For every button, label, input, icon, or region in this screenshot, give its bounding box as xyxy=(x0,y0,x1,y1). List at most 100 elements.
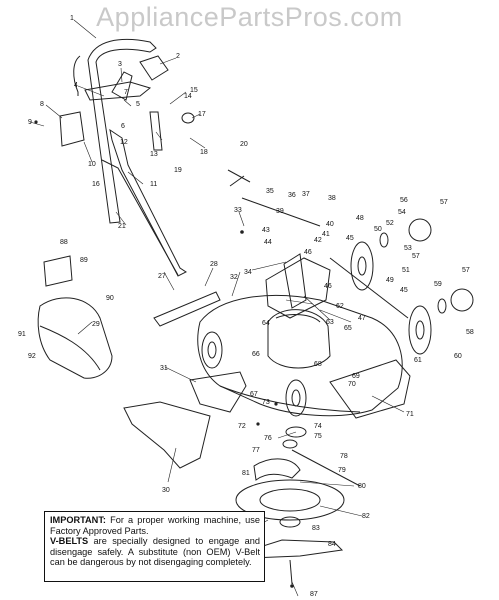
drive-bracket xyxy=(283,253,307,309)
cable-38 xyxy=(241,197,321,227)
callout-42: 42 xyxy=(314,237,322,244)
callout-90: 90 xyxy=(106,295,114,302)
callout-33: 33 xyxy=(234,207,242,214)
engine-plate xyxy=(265,257,331,319)
pulley-75 xyxy=(285,426,307,438)
callout-14: 14 xyxy=(184,93,192,100)
notice-vbelts-label: V-BELTS xyxy=(50,536,89,547)
callout-69: 69 xyxy=(352,373,360,380)
notice-heading: IMPORTANT: xyxy=(50,515,106,525)
callout-65: 65 xyxy=(344,325,352,332)
callout-77: 77 xyxy=(252,447,260,454)
callout-1: 1 xyxy=(70,15,74,22)
callout-83: 83 xyxy=(312,525,320,532)
callout-82: 82 xyxy=(362,513,370,520)
pulley-78 xyxy=(282,439,298,449)
callout-64: 64 xyxy=(262,320,270,327)
callout-43: 43 xyxy=(262,227,270,234)
bolt-9 xyxy=(34,120,38,124)
callout-45a: 45 xyxy=(346,235,354,242)
bolt-72 xyxy=(256,422,260,426)
blade-clutch-inner xyxy=(259,488,321,512)
rear-wheel-left-hub xyxy=(207,341,217,359)
rear-wheel-left xyxy=(201,331,223,369)
blade-clutch-housing xyxy=(235,479,345,521)
callout-76: 76 xyxy=(264,435,272,442)
callout-19: 19 xyxy=(174,167,182,174)
lower-handle-left xyxy=(101,159,179,276)
bearing-59 xyxy=(437,298,447,314)
notice-line-2: are specially designed to engage and dis… xyxy=(50,536,260,568)
rear-wheel-right xyxy=(285,379,307,417)
rear-flap xyxy=(189,371,247,413)
hubcap-57 xyxy=(408,218,432,242)
callout-10: 10 xyxy=(88,161,96,168)
control-bracket xyxy=(59,111,85,147)
callout-34: 34 xyxy=(244,269,252,276)
callout-70: 70 xyxy=(348,381,356,388)
callout-11: 11 xyxy=(150,181,157,188)
callout-12: 12 xyxy=(120,139,128,146)
callout-39: 39 xyxy=(276,208,284,215)
callout-48: 48 xyxy=(356,215,364,222)
important-notice-box: IMPORTANT: For a proper working machine,… xyxy=(44,511,265,582)
callout-44: 44 xyxy=(264,239,272,246)
callout-37: 37 xyxy=(302,191,310,198)
callout-28: 28 xyxy=(210,261,218,268)
v-belt xyxy=(291,449,361,487)
wheel-60 xyxy=(408,305,432,355)
callout-16: 16 xyxy=(92,181,100,188)
bearing-52 xyxy=(379,232,389,248)
callout-89: 89 xyxy=(80,257,88,264)
callout-5: 5 xyxy=(136,101,140,108)
callout-91: 91 xyxy=(18,331,26,338)
callout-15: 15 xyxy=(190,87,198,94)
callout-79: 79 xyxy=(338,467,346,474)
callout-35: 35 xyxy=(266,188,274,195)
rear-baffle xyxy=(153,291,221,327)
callout-72: 72 xyxy=(238,423,246,430)
callout-29: 29 xyxy=(92,321,100,328)
watermark: AppliancePartsPros.com xyxy=(96,2,403,32)
callout-4: 4 xyxy=(74,82,78,89)
notice-line-1: For a proper working machine, use Factor… xyxy=(50,515,260,536)
callout-53: 53 xyxy=(404,245,412,252)
discharge-chute xyxy=(123,401,211,469)
callout-20: 20 xyxy=(240,141,248,148)
callout-74: 74 xyxy=(314,423,322,430)
cable-20 xyxy=(227,169,251,183)
callout-59: 59 xyxy=(434,281,442,288)
callout-18: 18 xyxy=(200,149,208,156)
knob xyxy=(181,112,195,124)
callout-7: 7 xyxy=(124,89,128,96)
grass-bag-bottom xyxy=(39,325,101,371)
callout-75: 75 xyxy=(314,433,322,440)
callout-54: 54 xyxy=(398,209,406,216)
callout-57a: 57 xyxy=(440,199,448,206)
callout-81: 81 xyxy=(242,470,250,477)
callout-27: 27 xyxy=(158,273,166,280)
belt-cover xyxy=(253,458,301,481)
callout-67: 67 xyxy=(250,391,258,398)
callout-50: 50 xyxy=(374,226,382,233)
callout-66: 66 xyxy=(252,351,260,358)
throttle-lever xyxy=(111,71,133,101)
callout-31: 31 xyxy=(160,365,168,372)
rear-wheel-right-hub xyxy=(291,389,301,407)
callout-21: 21 xyxy=(118,223,126,230)
callout-84: 84 xyxy=(328,541,336,548)
engine-body xyxy=(267,309,331,369)
callout-56: 56 xyxy=(400,197,408,204)
callout-46a: 46 xyxy=(304,249,312,256)
control-bar xyxy=(84,81,152,101)
drive-axle xyxy=(329,257,409,319)
callout-32: 32 xyxy=(230,274,238,281)
callout-38: 38 xyxy=(328,195,336,202)
callout-60: 60 xyxy=(454,353,462,360)
callout-68: 68 xyxy=(314,361,322,368)
hubcap-58 xyxy=(450,288,474,312)
callout-88: 88 xyxy=(60,239,68,246)
bolt-33 xyxy=(240,230,244,234)
